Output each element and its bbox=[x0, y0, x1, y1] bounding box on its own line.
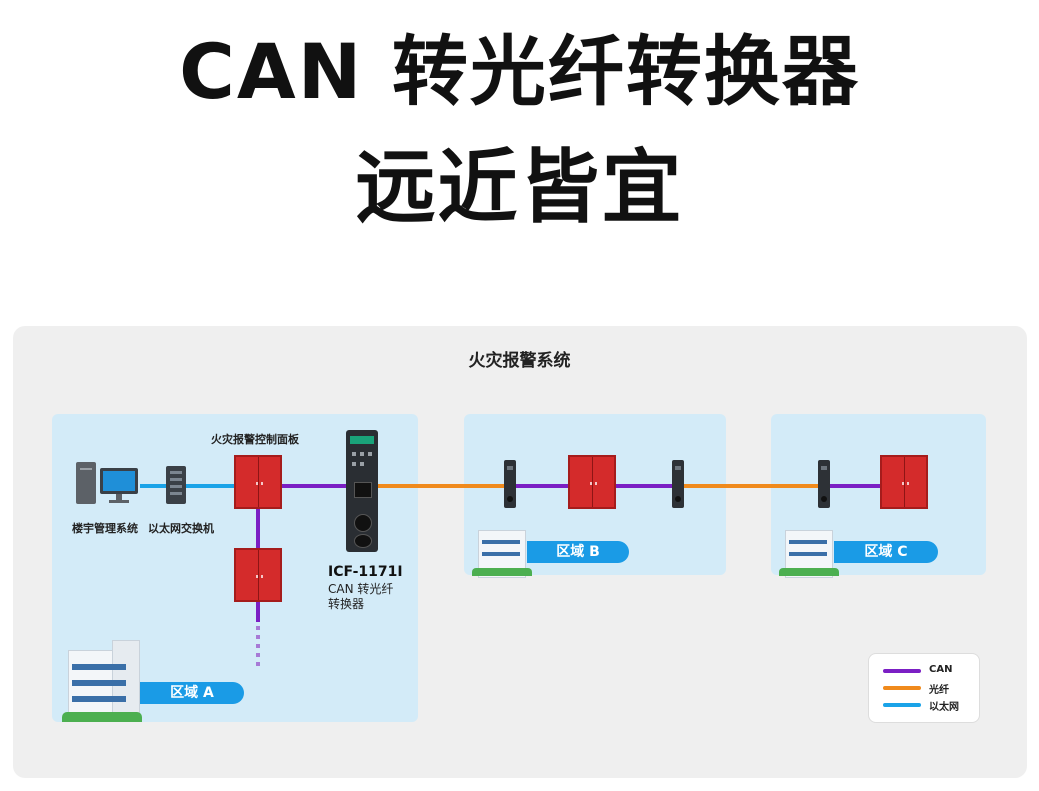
converter-device-icon bbox=[346, 430, 378, 552]
fire-panel-label: 火灾报警控制面板 bbox=[211, 433, 299, 446]
converter-b-left-icon bbox=[504, 460, 516, 508]
legend-label-fiber: 光纤 bbox=[929, 685, 949, 696]
headline-line-1: CAN 转光纤转换器 bbox=[179, 27, 860, 116]
legend-swatch-ethernet bbox=[883, 703, 921, 707]
zone-b-label: 区域 B bbox=[527, 541, 629, 563]
headline-line-2: 远近皆宜 bbox=[355, 141, 684, 234]
switch-label: 以太网交换机 bbox=[148, 522, 214, 535]
building-b-icon bbox=[472, 522, 532, 578]
legend-label-can: CAN bbox=[929, 664, 953, 675]
zone-a-label: 区域 A bbox=[140, 682, 244, 704]
legend-label-ethernet: 以太网 bbox=[929, 702, 959, 713]
converter-desc-line-1: CAN 转光纤 bbox=[328, 582, 394, 596]
fire-alarm-panel-c bbox=[880, 455, 928, 509]
legend-swatch-can bbox=[883, 669, 921, 673]
converter-model-label: ICF-1171I bbox=[328, 564, 403, 580]
building-a-icon bbox=[62, 640, 142, 722]
fire-alarm-panel-a-secondary bbox=[234, 548, 282, 602]
computer-icon bbox=[76, 462, 140, 504]
ethernet-switch-icon bbox=[166, 466, 186, 504]
converter-b-right-icon bbox=[672, 460, 684, 508]
legend: CAN 光纤 以太网 bbox=[868, 653, 980, 723]
bms-label: 楼宇管理系统 bbox=[72, 522, 138, 535]
converter-c-icon bbox=[818, 460, 830, 508]
zone-c-label: 区域 C bbox=[834, 541, 938, 563]
fire-alarm-panel-a-main bbox=[234, 455, 282, 509]
diagram-title: 火灾报警系统 bbox=[468, 351, 571, 371]
legend-swatch-fiber bbox=[883, 686, 921, 690]
building-c-icon bbox=[779, 522, 839, 578]
converter-desc-line-2: 转换器 bbox=[328, 597, 365, 611]
fire-alarm-panel-b bbox=[568, 455, 616, 509]
